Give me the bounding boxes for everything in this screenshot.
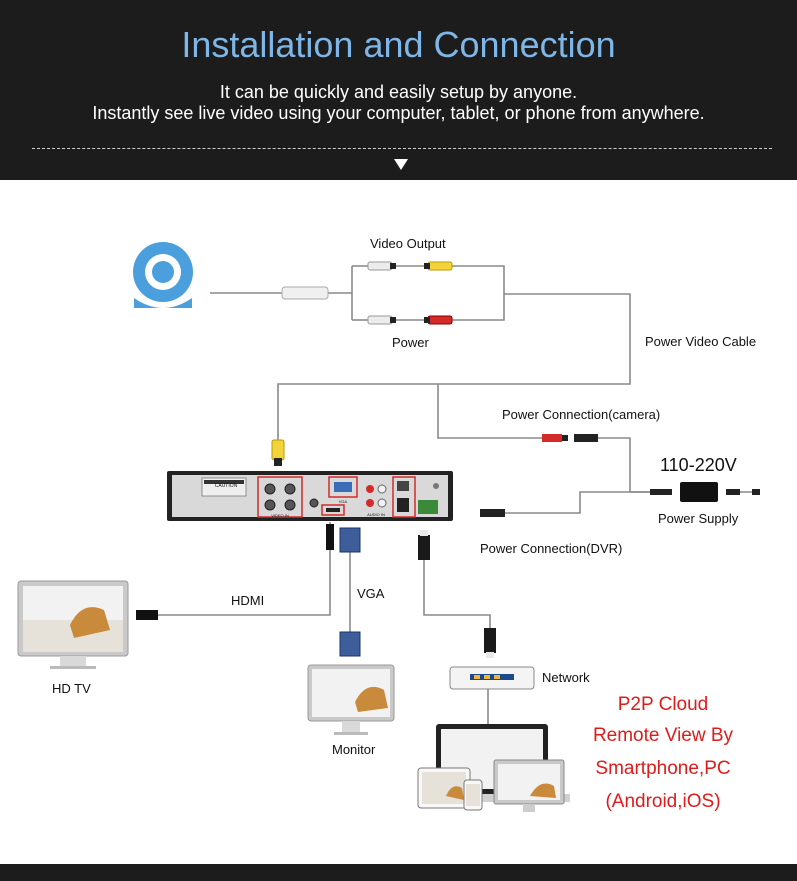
power-video-cable-label: Power Video Cable [645,334,757,349]
camera-power-plug-black [574,434,598,442]
vga-plug-monitor [339,631,361,657]
network-label: Network [542,670,590,685]
dvr-icon [167,471,453,521]
power-adapter-icon [650,482,760,502]
desktop-icon [493,759,565,812]
dvr-video-in-label: VIDEO IN [271,513,289,518]
white-power-plug [367,315,393,325]
router-icon [449,666,535,690]
camera-power-cable [437,384,542,439]
hd-tv-label: HD TV [52,681,91,696]
cloud-line-4: (Android,iOS) [605,791,721,812]
tv-icon [17,580,129,669]
tablet-icon [417,767,471,809]
voltage-label: 110-220V [660,455,737,475]
power-label: Power [392,335,429,350]
monitor-label: Monitor [332,742,376,757]
dvr-vga-label: VGA [339,499,348,504]
cloud-line-2: Remote View By [592,725,734,746]
down-arrow-icon [394,159,408,170]
rj45-plug [418,535,430,560]
video-cable [277,293,631,440]
page-title: Installation and Connection [181,24,616,65]
cloud-line-1: P2P Cloud [617,694,709,715]
dvr-power-plug [480,509,505,517]
hdmi-label: HDMI [231,593,265,608]
cables [158,265,760,724]
power-connection-camera-label: Power Connection(camera) [502,407,661,422]
header: Installation and Connection It can be qu… [0,0,797,180]
rj45-plug-router [484,628,496,653]
yellow-plug [427,261,453,271]
dvr-power-cable [505,491,650,514]
footer-bar [0,864,797,881]
phone-icon [463,779,483,811]
vga-label: VGA [357,586,385,601]
dvr-caution-label: CAUTION [215,483,238,489]
network-cable [423,560,491,628]
video-output-label: Video Output [370,236,446,251]
dvr-audio-in-label: AUDIO IN [367,512,385,517]
power-connection-dvr-label: Power Connection(DVR) [480,541,623,556]
vga-plug [339,527,361,553]
hdmi-plug [326,524,334,550]
bnc-plug [271,439,285,461]
white-plug [367,261,393,271]
camera-power-plug-red [542,434,562,442]
red-plug [427,315,453,325]
hdmi-plug-tv [136,610,158,620]
splitter-connector [281,286,329,300]
subtitle-line-2: Instantly see live video using your comp… [92,103,705,123]
hdmi-cable [158,522,331,616]
monitor-icon [307,664,395,735]
dashed-divider [32,148,772,149]
subtitle-line-1: It can be quickly and easily setup by an… [219,82,578,102]
cloud-line-3: Smartphone,PC [595,758,731,779]
connection-diagram: CAUTION VIDEO IN AUDIO IN VGA [17,242,760,812]
power-supply-label: Power Supply [658,511,739,526]
camera-icon [133,242,193,308]
